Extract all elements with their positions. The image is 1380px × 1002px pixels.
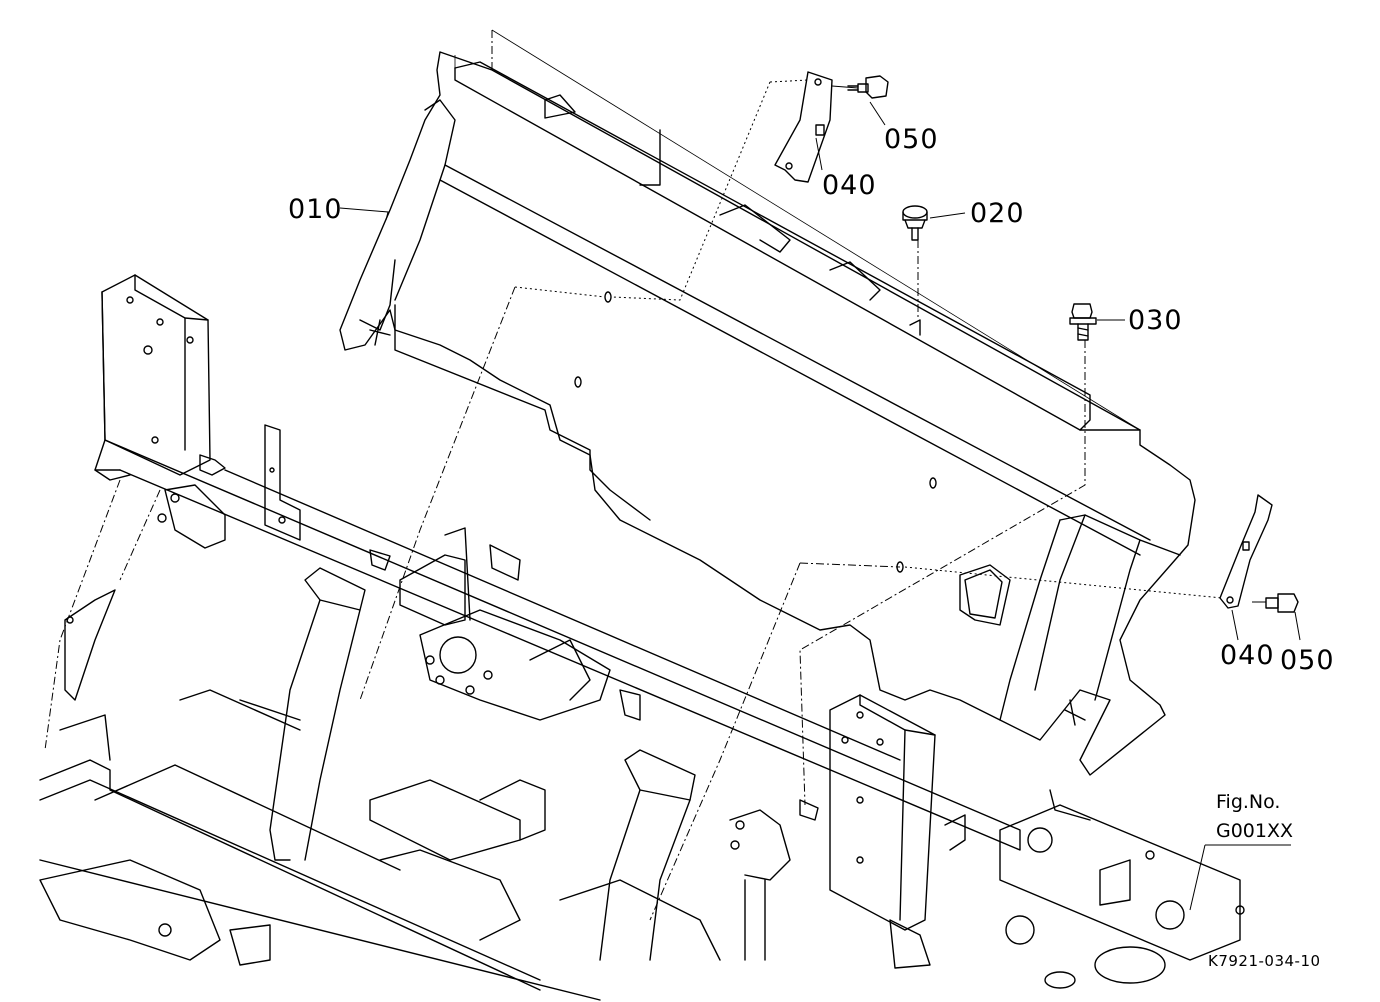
figure-label: Fig.No.: [1216, 791, 1281, 813]
callout-030: 030: [1128, 305, 1183, 336]
bolt-part-030: [1069, 303, 1097, 341]
callout-050-top: 050: [884, 124, 939, 155]
seat-support-left: [239, 567, 366, 861]
left-hinge-bracket: [64, 484, 226, 701]
bracket-part-040-top: [774, 71, 833, 183]
leader-lines: [44, 29, 1301, 921]
bolt-part-050-top: [847, 75, 889, 99]
drawing-code: K7921-034-10: [1208, 952, 1321, 970]
center-bracket-assembly: [399, 527, 611, 721]
seat-support-right: [599, 749, 696, 961]
callout-040-top: 040: [822, 170, 877, 201]
figure-number: G001XX: [1216, 820, 1294, 842]
right-upright-post: [829, 694, 966, 969]
callout-050-right: 050: [1280, 645, 1335, 676]
callout-010: 010: [288, 194, 343, 225]
rear-panel-part-010: [339, 51, 1196, 776]
lower-frame: [39, 689, 791, 1001]
callout-040-right: 040: [1220, 640, 1275, 671]
callout-020: 020: [970, 198, 1025, 229]
left-upright-post: [94, 274, 226, 481]
floor-plate-right: [999, 789, 1245, 989]
bolt-part-050-right: [1265, 593, 1299, 613]
bolt-part-020: [902, 205, 928, 241]
bracket-part-040-right: [1219, 494, 1273, 609]
rear-cross-beam: [94, 424, 1021, 851]
